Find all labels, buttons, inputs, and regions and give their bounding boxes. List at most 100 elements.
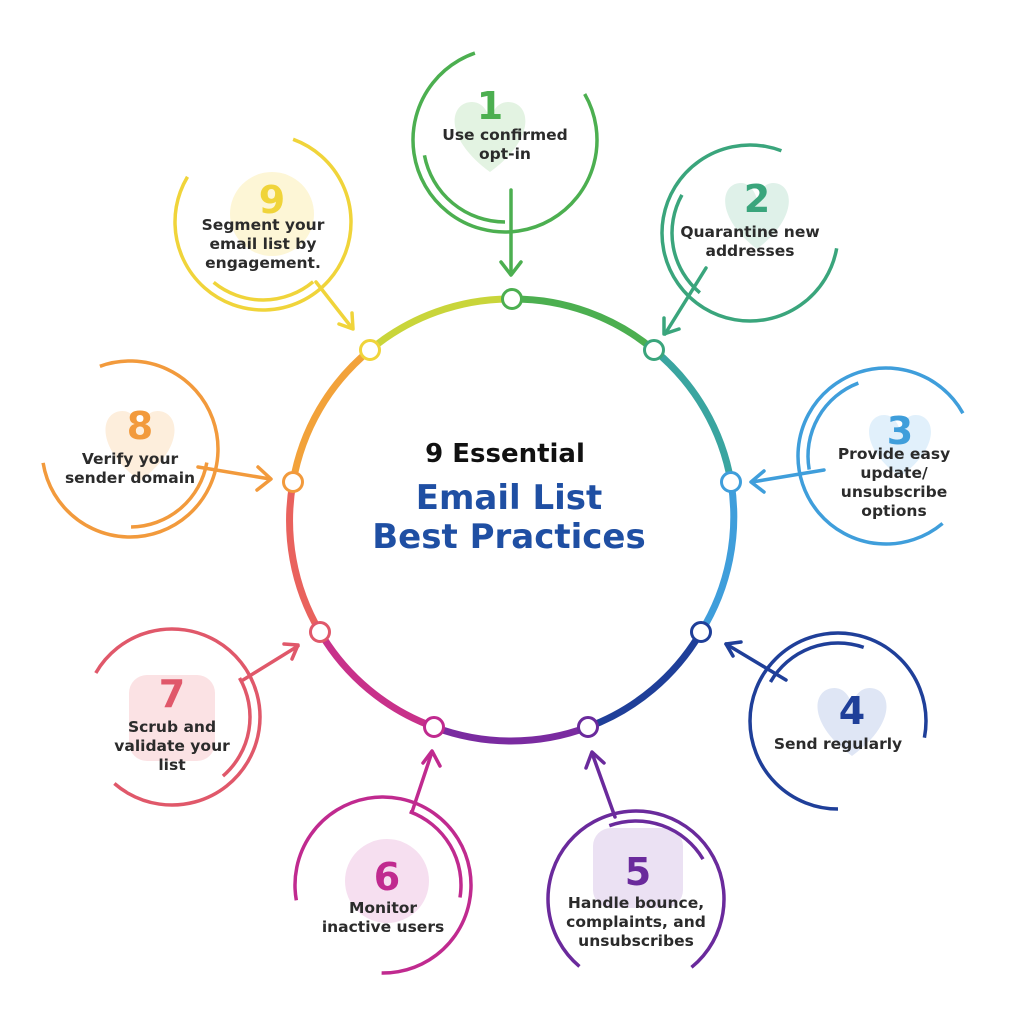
step-number: 3 bbox=[887, 409, 913, 453]
bubble-inner-arc bbox=[421, 56, 589, 224]
bubble-outline bbox=[173, 132, 353, 312]
bubble-inner-arc bbox=[183, 142, 343, 302]
step-label-line: unsubscribes bbox=[578, 932, 694, 950]
step-number: 8 bbox=[127, 404, 153, 448]
connector-arrow bbox=[314, 280, 354, 330]
arrow-head-icon bbox=[337, 311, 355, 331]
central-ring bbox=[286, 295, 738, 745]
tint-heart-icon bbox=[869, 415, 931, 477]
bubble-inner-arc bbox=[758, 641, 918, 801]
tint-circle-icon bbox=[345, 839, 429, 923]
arrow-head-icon bbox=[499, 260, 523, 277]
tint-heart-icon bbox=[454, 102, 526, 172]
tint-heart-icon bbox=[817, 688, 887, 756]
arrow-head-icon bbox=[662, 316, 681, 336]
step-label-line: validate your bbox=[114, 737, 230, 755]
step-label-line: Scrub and bbox=[128, 718, 216, 736]
step-label-line: Monitor bbox=[349, 899, 417, 917]
center-subtitle: 9 Essential bbox=[425, 439, 585, 469]
step-label-line: Use confirmed bbox=[442, 126, 567, 144]
center-title-line-2: Best Practices bbox=[372, 517, 645, 557]
center-title-line-1: Email List bbox=[416, 478, 603, 518]
step-number: 4 bbox=[839, 689, 865, 733]
ring-dot bbox=[643, 339, 665, 361]
bubble-outline bbox=[40, 359, 220, 539]
step-label-line: addresses bbox=[706, 242, 795, 260]
step-label-line: opt-in bbox=[479, 145, 531, 163]
step-number: 6 bbox=[374, 855, 400, 899]
bubble-outline bbox=[748, 631, 928, 811]
step-label-line: options bbox=[861, 502, 926, 520]
step-label-line: update/ bbox=[860, 464, 928, 482]
connector-arrow bbox=[750, 468, 826, 484]
tint-heart-icon bbox=[725, 183, 789, 249]
center-title: 9 Essential Email List Best Practices bbox=[372, 439, 645, 557]
ring-dot bbox=[720, 471, 742, 493]
tint-circle-icon bbox=[230, 172, 314, 256]
bubble-inner-arc bbox=[50, 369, 210, 529]
step-label-line: Quarantine new bbox=[680, 223, 819, 241]
ring-dot bbox=[359, 339, 381, 361]
step-label-line: engagement. bbox=[205, 254, 321, 272]
tint-square-icon bbox=[129, 675, 215, 761]
bubble-inner-arc bbox=[303, 805, 463, 965]
step-label-line: Provide easy bbox=[838, 445, 950, 463]
connector-arrow bbox=[590, 751, 617, 819]
bubble-inner-arc bbox=[556, 819, 716, 979]
tint-heart-icon bbox=[105, 411, 175, 481]
tint-square-icon bbox=[593, 828, 683, 908]
step-number: 1 bbox=[477, 84, 503, 128]
arrow-head-icon bbox=[724, 640, 743, 658]
step-number: 9 bbox=[259, 178, 285, 222]
bubble-outline bbox=[546, 809, 726, 989]
step-label-line: Segment your bbox=[202, 216, 325, 234]
step-label-line: Handle bounce, bbox=[568, 894, 704, 912]
connector-arrow bbox=[241, 644, 300, 682]
arrow-head-icon bbox=[255, 465, 273, 492]
connector-arrow bbox=[663, 266, 708, 336]
step-label-line: unsubscribe bbox=[841, 483, 947, 501]
connector-arrow bbox=[410, 750, 434, 814]
bubble-outline bbox=[796, 366, 976, 546]
step-label-line: complaints, and bbox=[566, 913, 706, 931]
bubble-outline bbox=[660, 143, 840, 323]
arrow-head-icon bbox=[282, 642, 300, 661]
bubble-inner-arc bbox=[92, 637, 252, 797]
arrow-head-icon bbox=[749, 469, 766, 494]
arrow-head-icon bbox=[584, 750, 606, 770]
bubble-inner-arc bbox=[670, 153, 830, 313]
ring-dot bbox=[501, 288, 523, 310]
ring-dot bbox=[309, 621, 331, 643]
bubble-outline bbox=[293, 795, 473, 975]
arrow-head-icon bbox=[421, 749, 442, 768]
step-number: 2 bbox=[744, 177, 770, 221]
ring-dot bbox=[423, 716, 445, 738]
connector-arrow bbox=[196, 465, 272, 481]
step-label-line: Verify your bbox=[82, 450, 179, 468]
step-number: 5 bbox=[625, 850, 651, 894]
bubble-outline bbox=[82, 627, 262, 807]
step-label-line: inactive users bbox=[322, 918, 444, 936]
step-label-line: email list by bbox=[209, 235, 316, 253]
ring-dot bbox=[282, 471, 304, 493]
ring-dot bbox=[690, 621, 712, 643]
step-label-line: sender domain bbox=[65, 469, 195, 487]
step-label-line: list bbox=[158, 756, 186, 774]
step-number: 7 bbox=[159, 672, 185, 716]
ring-connector-dots bbox=[282, 288, 742, 738]
ring-dot bbox=[577, 716, 599, 738]
bubble-inner-arc bbox=[806, 376, 966, 536]
connector-arrow bbox=[724, 642, 788, 682]
step-label-line: Send regularly bbox=[774, 735, 902, 753]
